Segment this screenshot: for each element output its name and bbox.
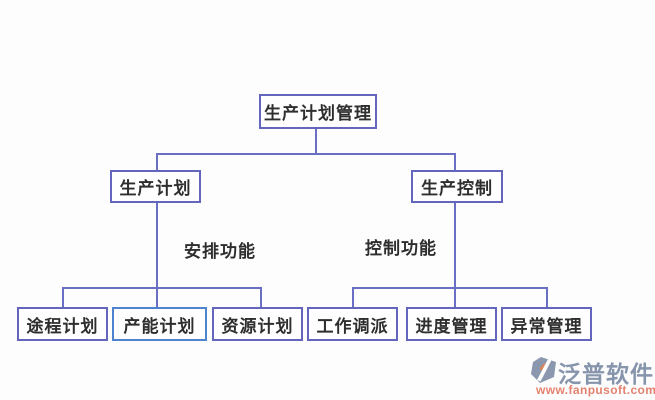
brand-name: 泛普软件 bbox=[558, 362, 654, 387]
node-production-plan: 生产计划 bbox=[110, 170, 201, 203]
connector-drop-production-plan bbox=[156, 153, 158, 171]
node-progress-management: 进度管理 bbox=[406, 307, 497, 341]
node-capacity-plan: 产能计划 bbox=[112, 307, 207, 341]
fanpu-logo-icon bbox=[531, 357, 556, 383]
connector-root-down bbox=[315, 128, 317, 155]
node-exception-management: 异常管理 bbox=[501, 307, 592, 341]
edge-label-arrange-function: 安排功能 bbox=[184, 242, 256, 261]
node-resource-plan: 资源计划 bbox=[212, 307, 303, 341]
edge-label-control-function: 控制功能 bbox=[365, 239, 437, 258]
connector-control-down bbox=[454, 202, 456, 308]
connector-right-group-horizontal bbox=[352, 287, 548, 289]
connector-level1-horizontal bbox=[156, 153, 456, 155]
node-production-control: 生产控制 bbox=[411, 170, 503, 203]
connector-drop-leaf-1 bbox=[62, 287, 64, 308]
connector-plan-down bbox=[156, 202, 158, 308]
connector-drop-leaf-4 bbox=[352, 287, 354, 308]
connector-drop-leaf-6 bbox=[546, 287, 548, 308]
connector-left-group-horizontal bbox=[62, 287, 262, 289]
node-work-dispatch: 工作调派 bbox=[307, 307, 398, 341]
brand-url: www.fanpusoft.com bbox=[536, 383, 655, 397]
node-route-plan: 途程计划 bbox=[17, 307, 108, 341]
connector-drop-production-control bbox=[454, 153, 456, 171]
node-production-plan-management: 生产计划管理 bbox=[259, 94, 377, 129]
brand-watermark: 泛普软件 www.fanpusoft.com bbox=[529, 354, 655, 400]
connector-drop-leaf-3 bbox=[260, 287, 262, 308]
